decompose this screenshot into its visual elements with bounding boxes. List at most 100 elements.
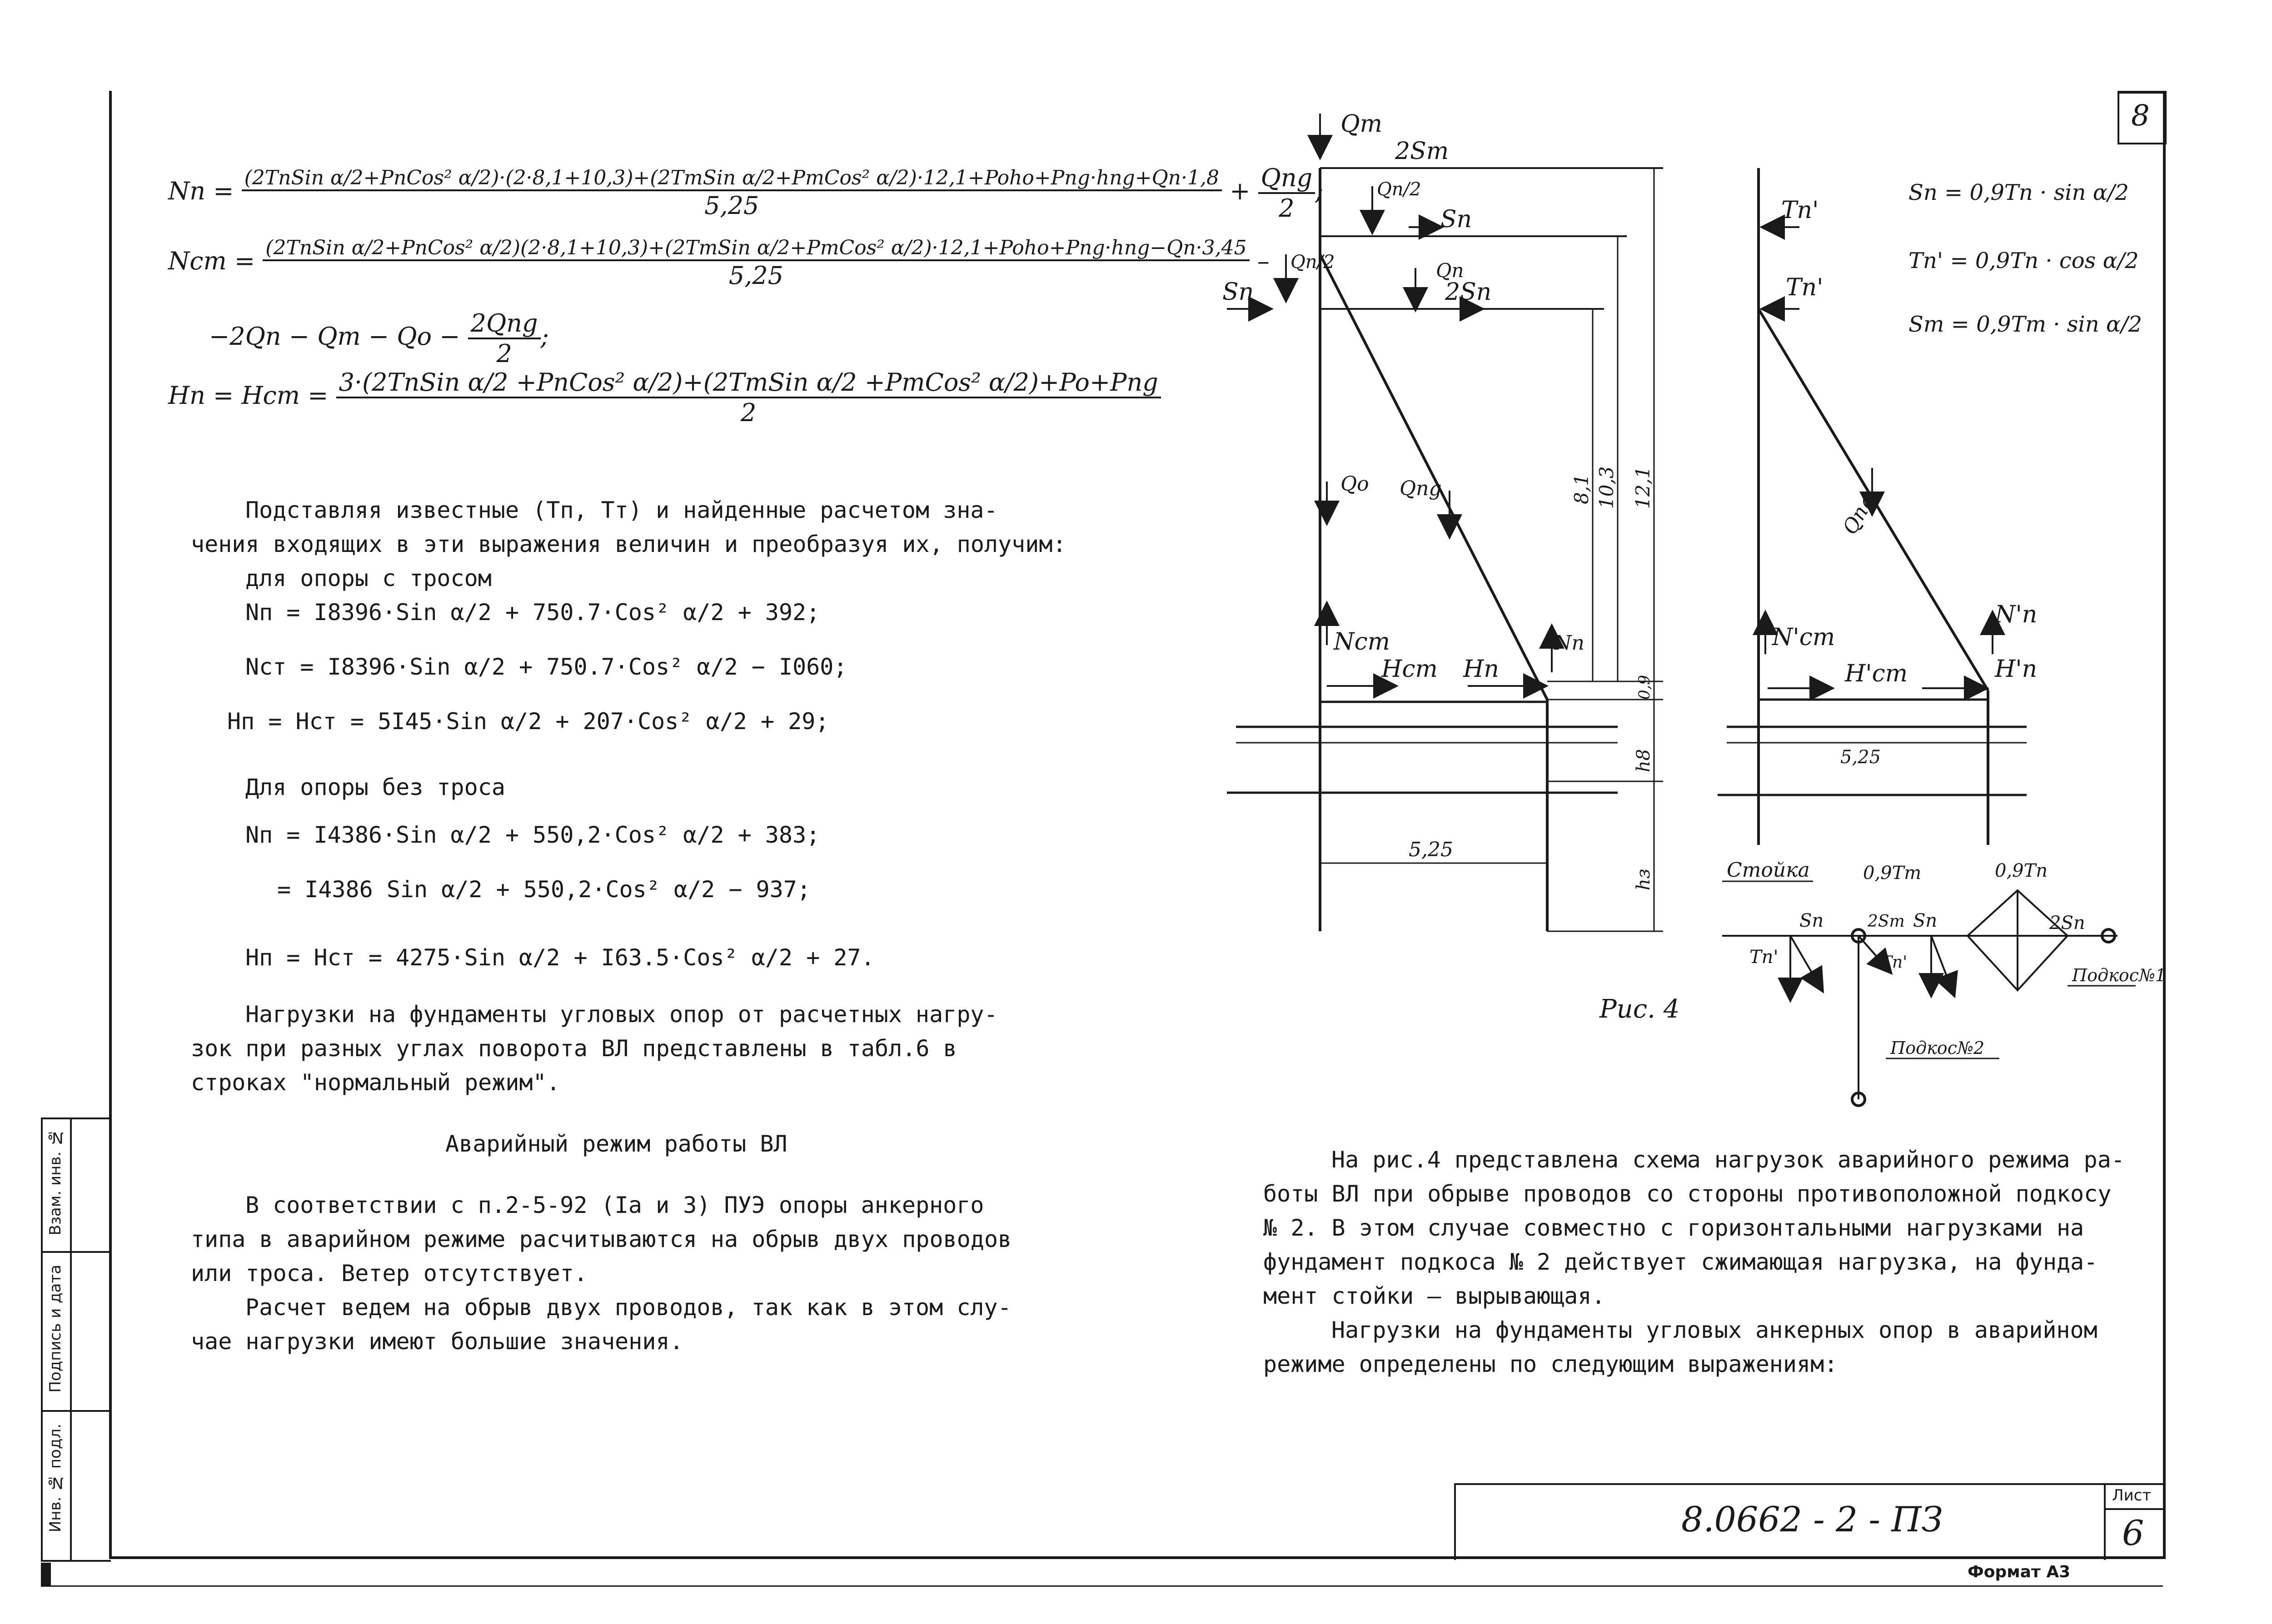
frame-bottom-outer xyxy=(41,1585,2163,1587)
dlabel-Nn: Nп xyxy=(1554,631,1584,655)
right-p2-l1: Нагрузки на фундаменты угловых анкерных … xyxy=(1331,1317,2098,1343)
right-p1-l2: боты ВЛ при обрыве проводов со стороны п… xyxy=(1263,1181,2112,1207)
format-label: Формат А3 xyxy=(1968,1563,2071,1581)
eq-sn: Sп = 0,9Tп · sin α/2 xyxy=(1908,180,2129,205)
formula-nst-numerator: (2TпSin α/2+PпCos² α/2)(2·8,1+10,3)+(2Tт… xyxy=(263,236,1250,261)
left-p5-l2: чае нагрузки имеют большие значения. xyxy=(191,1328,683,1355)
dlabel-Qn: Qп xyxy=(1436,259,1464,282)
dim-5-25-b: 5,25 xyxy=(1840,747,1881,768)
frame-bottom-border xyxy=(109,1556,2166,1559)
dlabel-Nst-2: N'ст xyxy=(1771,624,1835,651)
left-p3-l1: Нагрузки на фундаменты угловых опор от р… xyxy=(245,1001,998,1028)
plan-stoika: Стойка xyxy=(1727,859,1810,882)
left-p1-l2: чения входящих в эти выражения величин и… xyxy=(191,531,1066,557)
formula-nst-cont-num: 2Qпg xyxy=(468,309,541,339)
plan-09Tt: 0,9Tт xyxy=(1863,863,1921,884)
right-p1-l4: фундамент подкоса № 2 действует сжимающа… xyxy=(1263,1249,2098,1275)
dim-h3: hз xyxy=(1633,869,1654,890)
dlabel-Hn: Hп xyxy=(1463,656,1499,683)
side-stamp-row1 xyxy=(43,1251,111,1253)
doc-code: 8.0662 - 2 - ПЗ xyxy=(1681,1499,1943,1540)
formula-nst-fraction: (2TпSin α/2+PпCos² α/2)(2·8,1+10,3)+(2Tт… xyxy=(263,236,1250,290)
title-block-sheet-divider xyxy=(2104,1508,2163,1510)
corner-sheet-number: 8 xyxy=(2131,99,2150,133)
dim-5-25: 5,25 xyxy=(1409,838,1453,861)
sheet-label: Лист xyxy=(2112,1486,2152,1505)
dlabel-Hst-2: H'ст xyxy=(1844,660,1908,687)
left-heading: Аварийный режим работы ВЛ xyxy=(445,1131,787,1157)
formula-nst-cont-den: 2 xyxy=(496,339,512,368)
dim-h8: h8 xyxy=(1633,749,1654,772)
dlabel-2Sn: 2Sп xyxy=(1445,278,1491,306)
formula-nn-lhs: Nп = xyxy=(168,177,234,205)
formula-nn: Nп = (2TпSin α/2+PпCos² α/2)·(2·8,1+10,3… xyxy=(168,164,1323,223)
dim-8-1: 8,1 xyxy=(1570,474,1593,504)
dlabel-Tn-1: Tп' xyxy=(1781,197,1819,224)
left-eq5: = I4386 Sin α/2 + 550,2·Cos² α/2 − 937; xyxy=(277,876,811,903)
formula-nn-tail: Qпg 2 xyxy=(1258,164,1315,223)
plan-Tn-1: Tп' xyxy=(1749,947,1778,968)
formula-hn-numerator: 3·(2TпSin α/2 +PпCos² α/2)+(2TтSin α/2 +… xyxy=(336,368,1161,398)
title-block-sheet-cell xyxy=(2104,1483,2165,1560)
dim-12-1: 12,1 xyxy=(1632,466,1654,509)
left-p4-l2: типа в аварийном режиме расчитываются на… xyxy=(191,1226,1012,1252)
formula-nst-lhs: Nст = xyxy=(168,247,255,275)
formula-nn-fraction: (2TпSin α/2+PпCos² α/2)·(2·8,1+10,3)+(2T… xyxy=(241,166,1222,220)
title-block xyxy=(1454,1483,2165,1560)
dlabel-2St: 2Sт xyxy=(1395,138,1449,165)
dlabel-Hst: Hст xyxy=(1381,656,1438,683)
formula-nst-cont-semicolon: ; xyxy=(540,322,549,351)
right-p2-l2: режиме определены по следующим выражения… xyxy=(1263,1351,1838,1377)
formula-hn-denominator: 2 xyxy=(741,398,757,427)
plan-2Sn: 2Sп xyxy=(2049,913,2085,934)
formula-hn-fraction: 3·(2TпSin α/2 +PпCos² α/2)+(2TтSin α/2 +… xyxy=(336,368,1161,427)
left-eq4: Nп = I4386·Sin α/2 + 550,2·Cos² α/2 + 38… xyxy=(245,822,820,848)
formula-nst-minus: – xyxy=(1257,247,1270,275)
left-eq1: Nп = I8396·Sin α/2 + 750.7·Cos² α/2 + 39… xyxy=(245,599,820,626)
plan-podkos2: Подкос№2 xyxy=(1890,1038,1984,1058)
left-p5-l1: Расчет ведем на обрыв двух проводов, так… xyxy=(245,1294,1011,1321)
plan-Sn-2: Sп xyxy=(1913,910,1937,931)
right-p1-l5: мент стойки – вырывающая. xyxy=(1263,1283,1605,1309)
formula-nn-tail-num: Qпg xyxy=(1258,164,1315,194)
left-eq2: Nст = I8396·Sin α/2 + 750.7·Cos² α/2 − I… xyxy=(245,654,847,680)
dlabel-Qng: Qпg xyxy=(1400,477,1442,500)
eq-st: Sт = 0,9Tт · sin α/2 xyxy=(1908,312,2142,337)
left-p4-l3: или троса. Ветер отсутствует. xyxy=(191,1260,588,1286)
plan-Sn-1: Sп xyxy=(1799,910,1824,931)
dlabel-Sn-a: Sп xyxy=(1440,206,1472,233)
side-stamp: Взам. инв. № Подпись и дата Инв. № подл. xyxy=(41,1117,111,1562)
formula-nst-denominator: 5,25 xyxy=(728,261,784,290)
left-eq3: Hп = Hст = 5I45·Sin α/2 + 207·Cos² α/2 +… xyxy=(227,708,829,735)
dlabel-Qo: Qo xyxy=(1340,472,1369,496)
left-p1-l1: Подставляя известные (Tп, Tт) и найденны… xyxy=(245,497,998,523)
left-p3-l2: зок при разных углах поворота ВЛ предста… xyxy=(191,1035,957,1062)
dim-10-3: 10,3 xyxy=(1595,466,1618,509)
side-stamp-row2 xyxy=(43,1410,111,1412)
formula-nn-numerator: (2TпSin α/2+PпCos² α/2)·(2·8,1+10,3)+(2T… xyxy=(241,166,1222,191)
plan-podkos1: Подкос№1 xyxy=(2072,965,2166,985)
plan-09Tn: 0,9Tп xyxy=(1995,860,2048,881)
dlabel-Qn2-b: Qп/2 xyxy=(1290,252,1335,273)
dlabel-Nn-2: N'п xyxy=(1994,601,2037,628)
sheet-number: 6 xyxy=(2122,1513,2144,1553)
dim-0-9: 0,9 xyxy=(1635,675,1654,700)
right-p1-l3: № 2. В этом случае совместно с горизонта… xyxy=(1263,1215,2084,1241)
formula-hn: Hп = Hст = 3·(2TпSin α/2 +PпCos² α/2)+(2… xyxy=(168,368,1161,427)
dlabel-Nst: Nст xyxy=(1333,628,1390,656)
formula-nn-denominator: 5,25 xyxy=(704,191,759,220)
left-eq6: Hп = Hст = 4275·Sin α/2 + I63.5·Cos² α/2… xyxy=(245,944,875,971)
side-stamp-col xyxy=(41,1117,72,1562)
plan-2St: 2Sт xyxy=(1867,912,1905,931)
side-stamp-bar xyxy=(41,1563,51,1585)
dlabel-Qt: Qт xyxy=(1340,110,1382,138)
left-p3-l3: строках "нормальный режим". xyxy=(191,1069,560,1096)
formula-hn-lhs: Hп = Hст = xyxy=(168,381,329,410)
tower1-brace xyxy=(1319,253,1549,700)
right-p1-l1: На рис.4 представлена схема нагрузок ава… xyxy=(1331,1147,2125,1173)
corner-sheet-box: 8 xyxy=(2118,91,2167,144)
formula-nst-cont: −2Qп − Qт − Qo − 2Qпg 2 ; xyxy=(209,309,549,368)
left-p1-l3: для опоры с тросом xyxy=(245,565,492,591)
dlabel-Hn-2: H'п xyxy=(1994,656,2037,683)
